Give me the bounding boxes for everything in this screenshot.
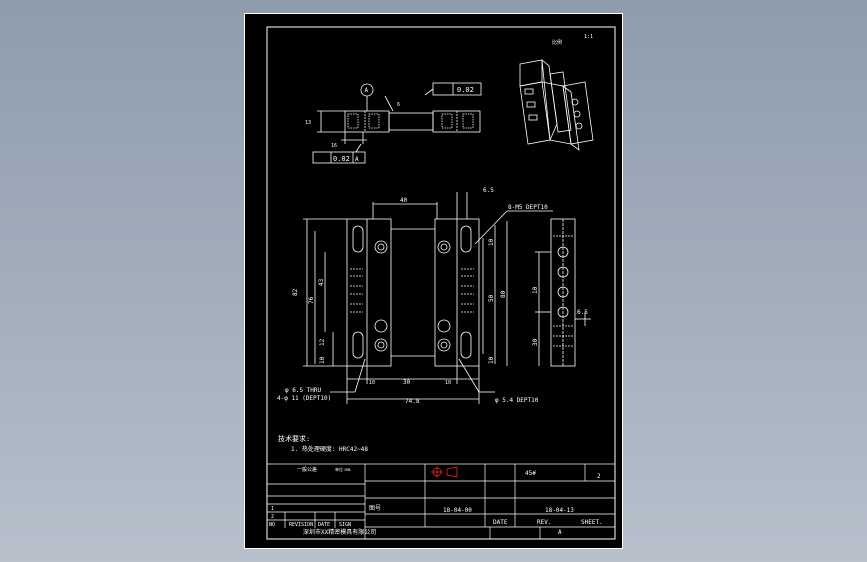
part-no-value: 18-04-13 bbox=[545, 507, 574, 514]
dim-6-5-top: 6.5 bbox=[483, 187, 494, 194]
cad-drawing: 比例 1:1 A 0.02 0.02 A 6 16 13 bbox=[266, 26, 616, 540]
tolerance-title: 一般公差 bbox=[297, 466, 317, 473]
drawing-sheet: 比例 1:1 A 0.02 0.02 A 6 16 13 bbox=[244, 13, 623, 549]
flatness-value: 0.02 bbox=[457, 86, 474, 94]
drawing-no-label: 图号 bbox=[369, 505, 381, 512]
dim-50: 50 bbox=[488, 294, 495, 302]
corner-scale: 1:1 bbox=[584, 34, 593, 40]
dim-small-13: 13 bbox=[305, 120, 311, 126]
dim-10-left: 10 bbox=[319, 356, 326, 364]
dim-74-8: 74.8 bbox=[405, 398, 420, 405]
dim-12: 12 bbox=[319, 338, 326, 346]
dim-small-16: 16 bbox=[331, 143, 337, 149]
dim-10-right-top: 10 bbox=[488, 238, 495, 246]
dim-10-bottom-left: 10 bbox=[369, 380, 375, 386]
notes-title: 技术要求: bbox=[278, 434, 310, 443]
company-name: 深圳市XX精密模具有限公司 bbox=[303, 528, 376, 536]
drawing-no-value: 18-04-00 bbox=[443, 507, 472, 514]
rev-col-revision: REVISION bbox=[289, 522, 313, 528]
hole-note-counterbore: 4-φ 11 (DEPT10) bbox=[277, 395, 331, 402]
rev-value: A bbox=[558, 529, 562, 536]
side-dim-30: 30 bbox=[532, 338, 539, 346]
dim-10-right-bottom: 10 bbox=[488, 356, 495, 364]
parallel-ref: A bbox=[355, 156, 359, 163]
dim-80: 80 bbox=[500, 290, 507, 298]
dim-76: 76 bbox=[308, 296, 315, 304]
notes-line-1: 1. 热处理硬度: HRC42~48 bbox=[291, 445, 368, 453]
corner-label: 比例 bbox=[552, 39, 562, 46]
sheet-label: SHEET. bbox=[581, 519, 603, 526]
rev-col-sign: SIGN bbox=[339, 522, 351, 528]
side-dim-10: 10 bbox=[532, 286, 539, 294]
dim-82: 82 bbox=[292, 288, 299, 296]
rev-row-1: 1 bbox=[271, 506, 274, 512]
dim-small-6: 6 bbox=[397, 102, 400, 108]
threaded-note: 8-M5 DEPT10 bbox=[508, 204, 548, 211]
side-view bbox=[535, 218, 591, 367]
rev-label: REV. bbox=[537, 519, 551, 526]
dim-40: 40 bbox=[400, 197, 408, 204]
rev-col-date: DATE bbox=[318, 522, 330, 528]
dim-10-bottom-right: 10 bbox=[445, 380, 451, 386]
projection-symbol bbox=[431, 466, 458, 478]
parallel-value: 0.02 bbox=[333, 155, 350, 163]
quantity-value: 2 bbox=[597, 473, 601, 480]
rev-row-2: 2 bbox=[271, 514, 274, 520]
tolerance-unit: 单位:mm bbox=[335, 466, 351, 472]
top-view bbox=[312, 82, 482, 164]
title-block-grid bbox=[266, 463, 616, 540]
side-dim-6-5: 6.5 bbox=[577, 309, 588, 316]
pin-hole-note: φ 5.4 DEPT10 bbox=[495, 397, 539, 404]
datum-a-label: A bbox=[365, 87, 369, 94]
hole-note-thru: φ 6.5 THRU bbox=[285, 387, 322, 394]
isometric-view bbox=[519, 59, 594, 151]
date-label: DATE bbox=[493, 519, 508, 526]
material-value: 45# bbox=[525, 470, 536, 477]
rev-col-no: NO bbox=[269, 522, 275, 528]
dim-30-bottom: 30 bbox=[403, 379, 411, 386]
front-view bbox=[303, 192, 553, 404]
dim-43: 43 bbox=[318, 278, 325, 286]
